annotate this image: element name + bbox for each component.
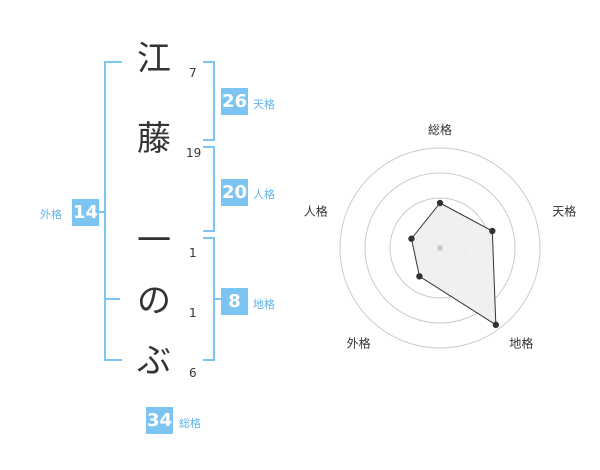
gaikaku-label: 外格 [40,208,62,221]
gaikaku-badge: 14 [72,199,99,226]
name-char-1: 江 [137,39,171,79]
tenkaku-badge: 26 [221,88,248,115]
stroke-count-5: 6 [189,366,197,380]
radar-point-2 [489,227,496,235]
radar-center [437,245,443,251]
name-char-5: ぶ [137,341,171,381]
name-char-4: の [137,281,171,321]
radar-ring-4 [339,147,541,349]
jinkaku-badge: 20 [221,179,248,206]
radar-ring-2 [389,197,491,299]
soukaku-label: 総格 [179,417,201,430]
stroke-count-2: 19 [186,146,202,160]
radar-axis-label-2: 天格 [552,204,576,219]
gaikaku-connector [99,211,106,213]
stroke-count-1: 7 [189,66,197,80]
radar-axis-label-3: 地格 [509,335,533,350]
chikaku-badge: 8 [221,288,248,315]
stroke-count-3: 1 [189,246,197,260]
tenkaku-bracket [203,61,215,141]
radar-axis-label-5: 人格 [304,204,328,219]
tenkaku-label: 天格 [253,98,275,111]
radar-point-3 [492,321,500,329]
gaikaku-split-tick [104,298,120,300]
radar-axis-label-1: 総格 [428,122,452,137]
radar-point-4 [416,273,423,280]
chikaku-connector [213,298,221,300]
radar-axis-label-4: 外格 [347,335,371,350]
jinkaku-label: 人格 [253,188,275,201]
radar-ring-3 [364,172,516,324]
jinkaku-bracket [203,146,215,232]
name-char-3: 一 [137,221,171,261]
chikaku-label: 地格 [253,298,275,311]
name-char-2: 藤 [137,119,171,159]
radar-point-5 [408,235,415,242]
stroke-count-4: 1 [189,306,197,320]
radar-area [410,202,497,326]
radar-point-1 [436,199,444,207]
soukaku-badge: 34 [146,407,173,434]
gaikaku-bracket [104,61,122,361]
radar-ring-1 [414,222,466,274]
